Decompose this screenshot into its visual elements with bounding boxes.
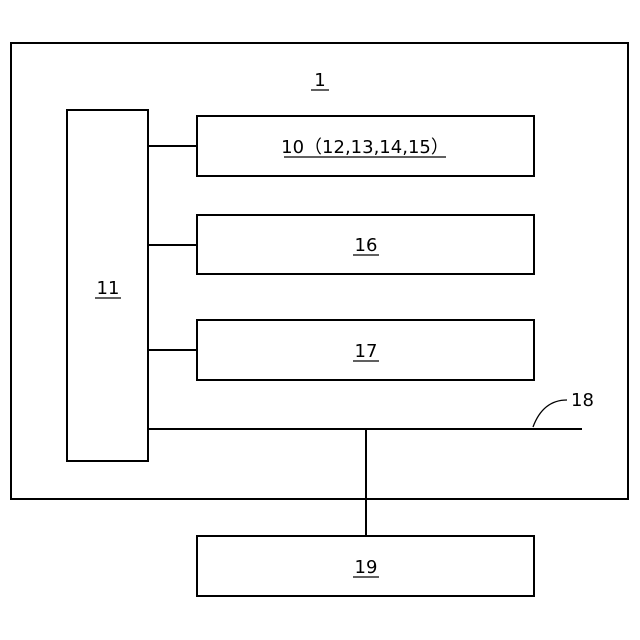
device-label: 1: [314, 70, 325, 91]
unit-17-label: 17: [355, 341, 378, 362]
controller-label: 11: [97, 278, 120, 299]
unit-16-label: 16: [355, 235, 378, 256]
bus-label: 18: [571, 390, 594, 411]
unit-10-label: 10（12,13,14,15）: [281, 137, 449, 158]
external-19-label: 19: [355, 557, 378, 578]
